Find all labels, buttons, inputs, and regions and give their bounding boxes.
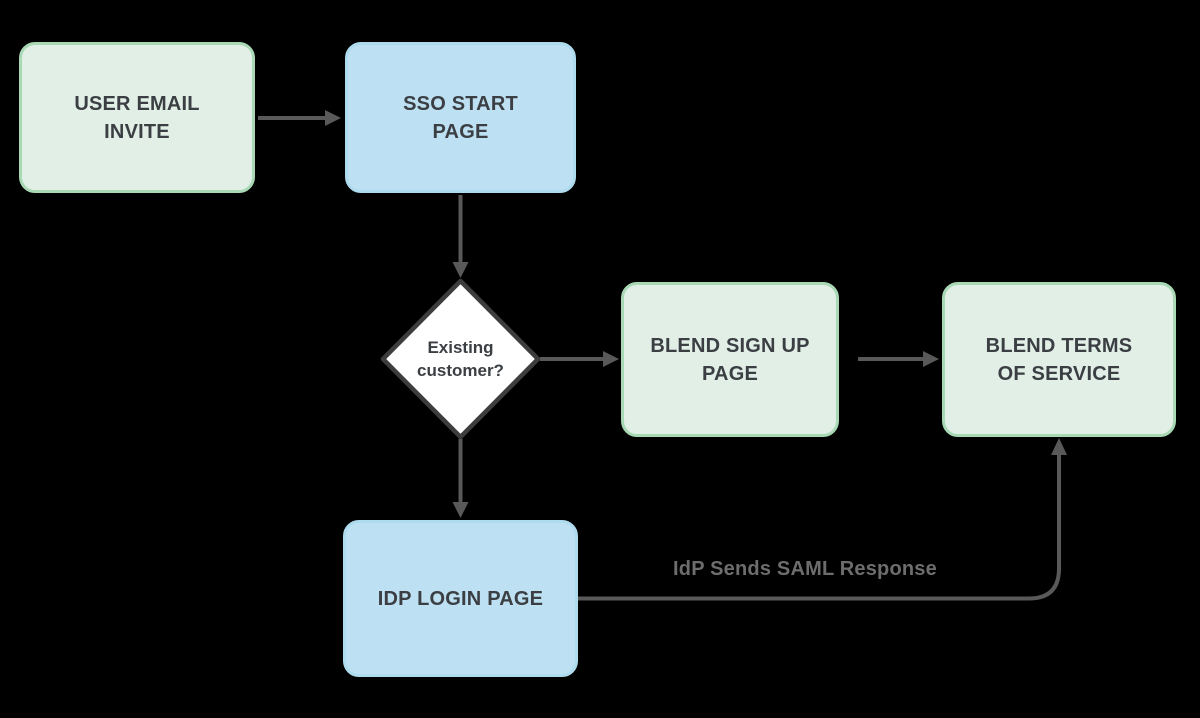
edge-sso-to-decision — [452, 195, 469, 278]
decision-diamond-shape — [380, 278, 541, 440]
edge-idp-to-terms — [578, 438, 1067, 601]
edge-label-saml-response: IdP Sends SAML Response — [673, 558, 937, 580]
edge-signup-to-terms — [858, 351, 939, 367]
node-blend-sign-up-page-label: BLEND SIGN UP PAGE — [650, 334, 810, 385]
node-sso-start-page-label: SSO START PAGE — [403, 92, 518, 143]
node-idp-login-page: IDP LOGIN PAGE — [343, 520, 578, 677]
edge-decision-to-signup — [540, 351, 619, 367]
node-blend-sign-up-page: BLEND SIGN UP PAGE — [621, 282, 839, 437]
node-user-email-invite-label: USER EMAIL INVITE — [74, 92, 200, 143]
node-existing-customer-label: Existing customer? — [417, 338, 504, 380]
node-idp-login-page-label: IDP LOGIN PAGE — [377, 587, 544, 610]
node-user-email-invite: USER EMAIL INVITE — [19, 42, 255, 193]
node-blend-terms-of-service-label: BLEND TERMS OF SERVICE — [985, 334, 1133, 385]
node-blend-terms-of-service: BLEND TERMS OF SERVICE — [942, 282, 1176, 437]
node-sso-start-page: SSO START PAGE — [345, 42, 576, 193]
edge-invite-to-sso — [258, 110, 341, 126]
edge-decision-to-idp — [452, 439, 469, 518]
